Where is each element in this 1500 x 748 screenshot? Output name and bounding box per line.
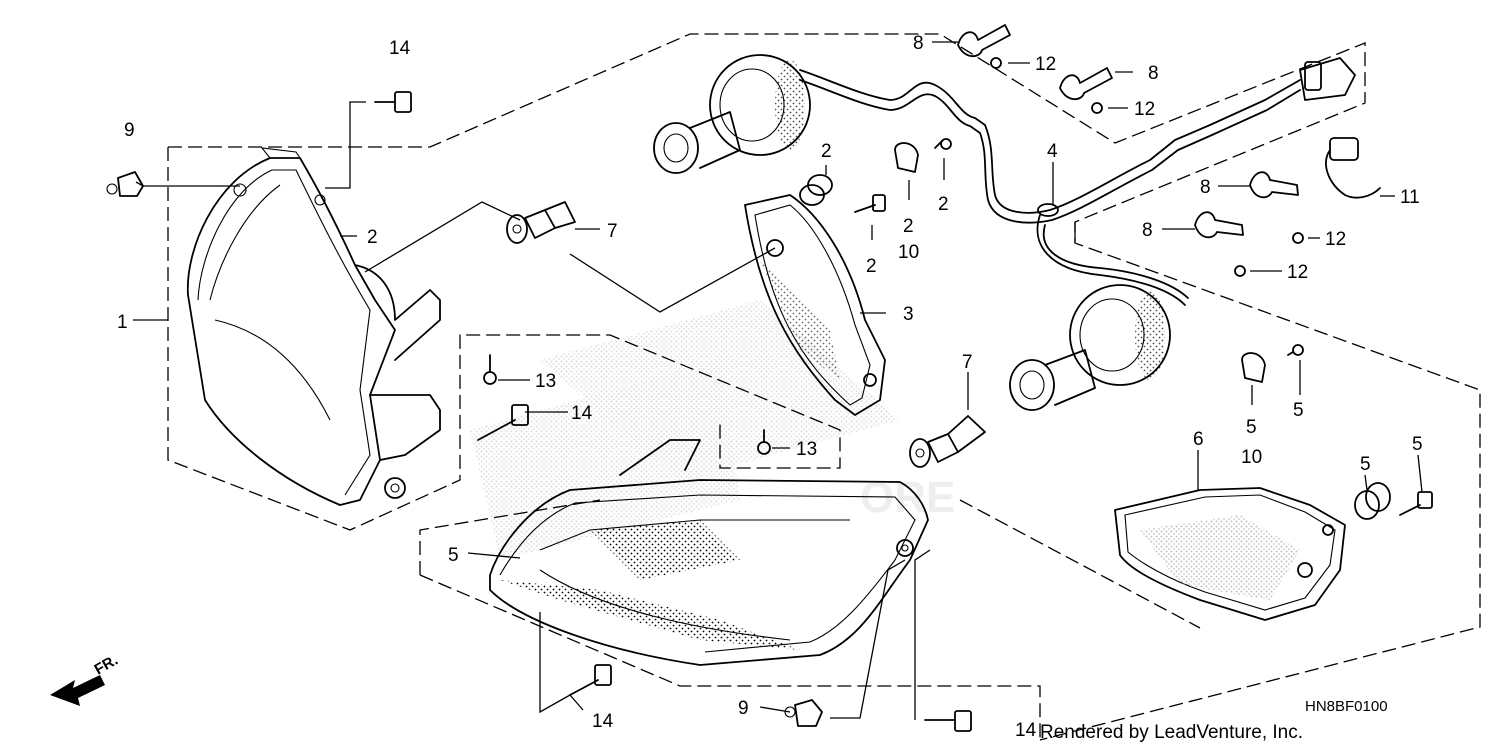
screw-13a[interactable] <box>483 354 497 385</box>
callout-13-b: 13 <box>796 439 817 460</box>
callout-2-grommet: 2 <box>821 141 832 162</box>
callout-7-upper: 7 <box>607 221 618 242</box>
watermark-text: ORE <box>860 473 955 522</box>
main-assembly-outline <box>168 33 1481 741</box>
callout-8-b: 8 <box>1148 63 1159 84</box>
screw-13b[interactable] <box>757 429 771 455</box>
clip-2[interactable] <box>1059 67 1113 101</box>
front-arrow: FR. <box>50 652 121 706</box>
screw-2a[interactable] <box>854 194 886 213</box>
clip-4[interactable] <box>1194 211 1244 239</box>
callout-2-cap: 2 <box>903 216 914 237</box>
callout-1: 1 <box>117 312 128 333</box>
callout-8-a: 8 <box>913 33 924 54</box>
bulb-lower[interactable] <box>909 415 986 468</box>
leader-lines <box>133 41 1423 720</box>
callout-8-c: 8 <box>1200 177 1211 198</box>
socket-lower[interactable] <box>1009 284 1171 411</box>
bulb-upper[interactable] <box>506 201 576 244</box>
callout-2-headlight: 2 <box>367 227 378 248</box>
screw-5a[interactable] <box>1287 344 1304 356</box>
callout-5-headlight: 5 <box>448 545 459 566</box>
callout-9-top: 9 <box>124 120 135 141</box>
callout-10-lower: 10 <box>1241 447 1262 468</box>
grommet-2[interactable] <box>799 174 833 206</box>
callout-2-screw: 2 <box>866 256 877 277</box>
callout-2-clip-screw: 2 <box>938 194 949 215</box>
callout-labels: 1 2 2 2 2 2 3 4 5 5 5 5 5 6 7 7 8 8 8 8 … <box>117 33 1423 741</box>
clip-1[interactable] <box>957 24 1011 58</box>
watermark: ORE <box>470 300 955 560</box>
callout-10-upper: 10 <box>898 242 919 263</box>
screw-2b[interactable] <box>934 138 952 150</box>
callout-11: 11 <box>1400 187 1420 208</box>
callout-3: 3 <box>903 304 914 325</box>
grommet-5b[interactable] <box>1354 482 1391 520</box>
cap-10a[interactable] <box>894 142 919 173</box>
right-headlight-outline-b <box>419 574 1041 740</box>
left-headlight-outline <box>167 147 841 531</box>
right-headlight-outline-a <box>419 499 601 575</box>
callout-12-d: 12 <box>1287 262 1308 283</box>
headlight-left[interactable] <box>186 147 441 506</box>
callout-14-middle: 14 <box>571 403 593 424</box>
drawing-code: HN8BF0100 <box>1305 698 1388 715</box>
callout-14-right: 14 <box>1015 720 1037 741</box>
callout-7-lower: 7 <box>962 352 973 373</box>
callout-12-a: 12 <box>1035 54 1056 75</box>
callout-12-b: 12 <box>1134 99 1155 120</box>
bolt-14a[interactable] <box>374 91 412 113</box>
callout-8-d: 8 <box>1142 220 1153 241</box>
clip-3[interactable] <box>1249 171 1299 199</box>
cap-10b[interactable] <box>1241 352 1266 383</box>
headlight-cover[interactable] <box>744 194 886 416</box>
nut-9b[interactable] <box>784 699 823 727</box>
nut-9a[interactable] <box>106 171 144 197</box>
socket-upper[interactable] <box>653 54 811 174</box>
callout-5-screw: 5 <box>1293 400 1304 421</box>
callout-9-bottom: 9 <box>738 698 749 719</box>
headlight-bracket[interactable] <box>1114 487 1346 621</box>
band-11[interactable] <box>1325 137 1381 199</box>
screw-5c[interactable] <box>1399 491 1433 516</box>
callout-13-a: 13 <box>535 371 556 392</box>
callout-5-cap: 5 <box>1246 417 1257 438</box>
callout-5-grommet: 5 <box>1360 454 1371 475</box>
credit-text: Rendered by LeadVenture, Inc. <box>1040 722 1303 743</box>
wire-harness[interactable] <box>799 57 1356 306</box>
bolt-14b[interactable] <box>477 404 529 441</box>
callout-4: 4 <box>1047 141 1058 162</box>
bolt-14d[interactable] <box>924 710 972 732</box>
assembly-boundaries <box>167 33 1481 741</box>
callout-12-c: 12 <box>1325 229 1346 250</box>
callout-14-top: 14 <box>389 38 411 59</box>
bolt-14c[interactable] <box>569 664 612 696</box>
front-arrow-label: FR. <box>92 652 121 679</box>
callout-5-bolt: 5 <box>1412 434 1423 455</box>
headlight-right[interactable] <box>489 439 929 666</box>
bracket-outline <box>959 499 1201 629</box>
screws-12[interactable] <box>990 57 1304 277</box>
callout-6: 6 <box>1193 429 1204 450</box>
callout-14-bottom: 14 <box>592 711 614 732</box>
